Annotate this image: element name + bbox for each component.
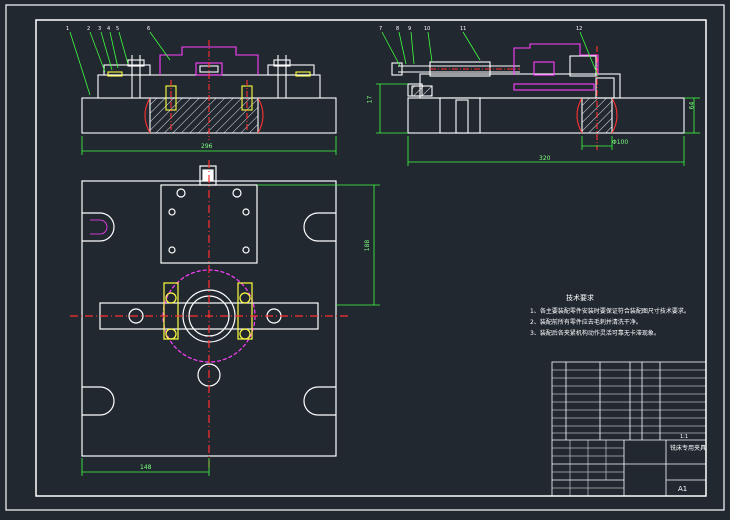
dim-front-width: 296 [201,143,213,150]
tech-req-line-1: 1、各主要装配零件安装时要保证符合装配图尺寸技术要求。 [530,308,690,315]
dim-side-height: 64 [688,101,696,110]
side-view [376,31,700,166]
title-block [551,361,707,497]
plan-view [70,160,380,476]
dim-side-width: 320 [539,155,551,162]
balloon-1: 1 [66,26,70,32]
dim-plan-offset: 148 [140,464,152,471]
balloon-7: 7 [379,26,383,32]
tech-req-title: 技术要求 [566,294,594,302]
balloon-11: 11 [460,26,467,32]
balloon-3: 3 [98,26,102,32]
outer-border [5,4,725,511]
tech-req-line-3: 3、装配后各夹紧机构动作灵活可靠无卡滞现象。 [530,330,660,337]
balloon-9: 9 [408,26,412,32]
balloon-8: 8 [396,26,400,32]
dim-plan-height: 188 [364,239,372,252]
front-view [69,31,337,155]
balloon-12: 12 [576,26,583,32]
title-block-name: 铣床专用夹具 [670,445,707,452]
dim-side-diameter: Φ100 [612,139,629,146]
balloon-2: 2 [87,26,91,32]
dim-front-height: 17 [366,95,374,104]
tech-req-line-2: 2、装配前所有零件应去毛刺并清洗干净。 [530,319,642,326]
title-block-scale: 1:1 [680,434,689,440]
balloon-10: 10 [424,26,431,32]
inner-border [35,19,707,497]
title-block-sheet: A1 [678,485,688,493]
balloon-6: 6 [147,26,151,32]
balloon-5: 5 [116,26,120,32]
balloon-4: 4 [107,26,111,32]
